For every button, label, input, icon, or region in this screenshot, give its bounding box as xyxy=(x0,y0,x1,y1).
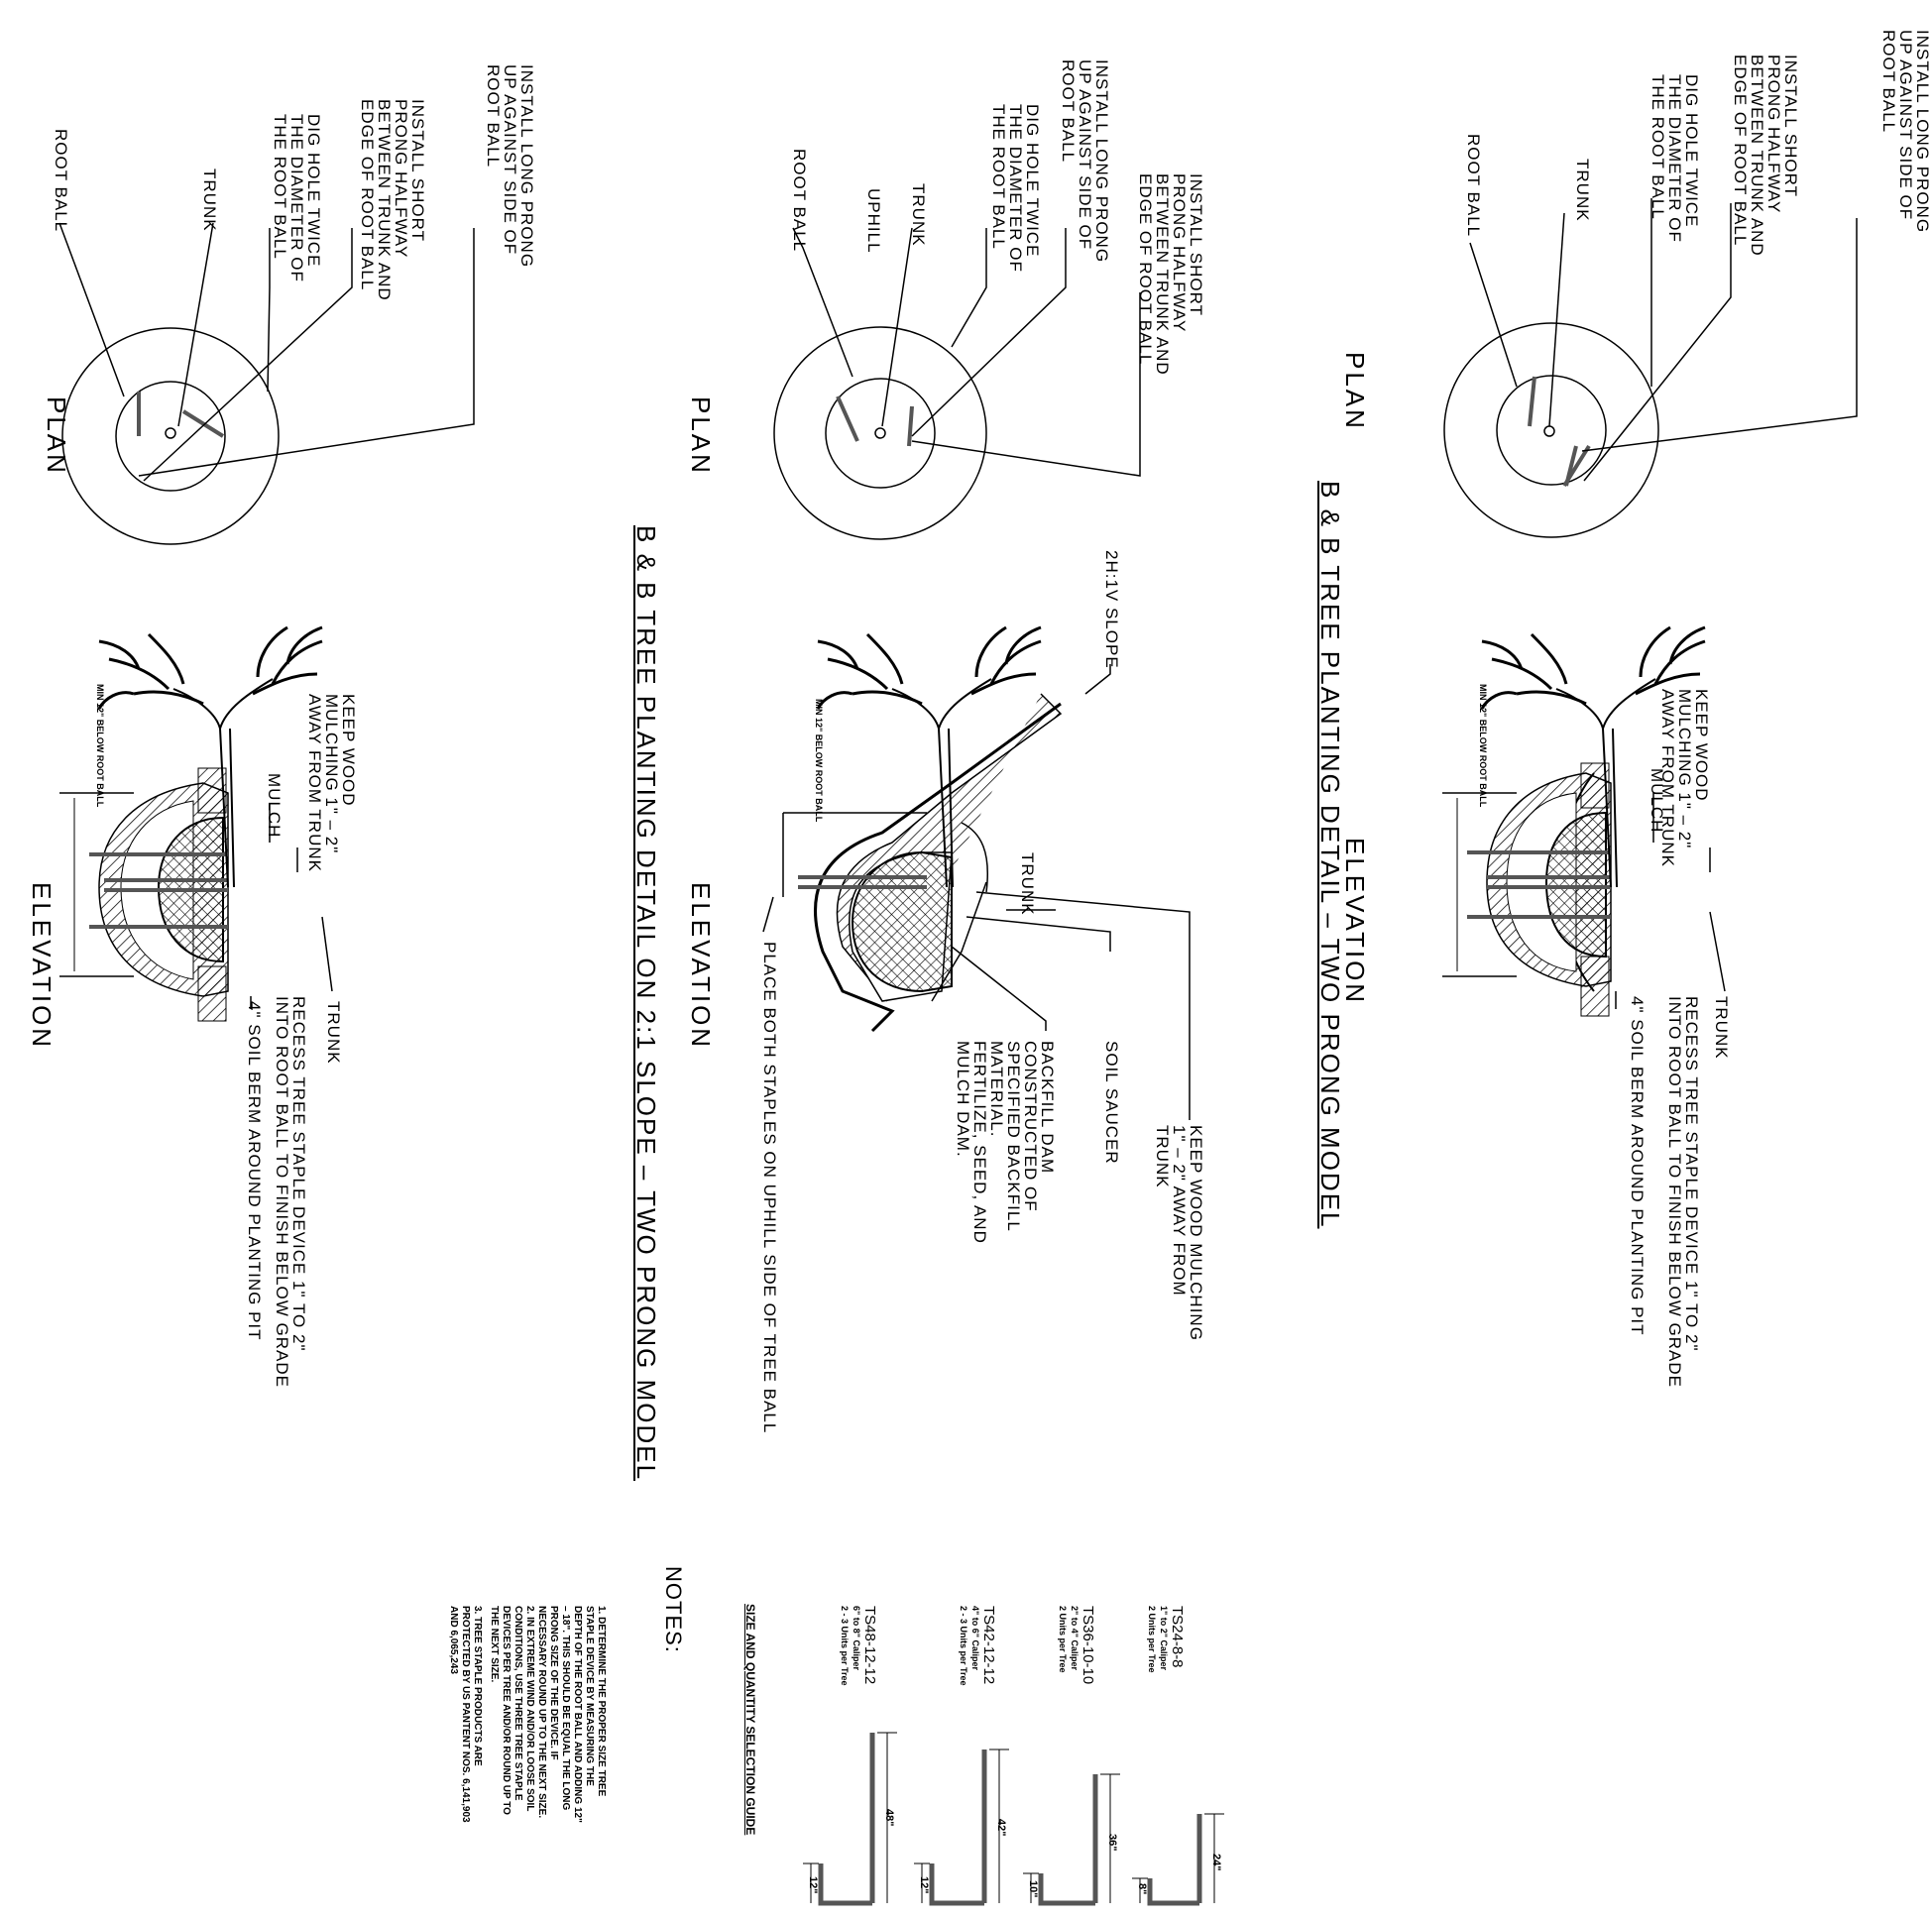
model-short-dim: 12" xyxy=(918,1876,930,1894)
model-long-dim: 42" xyxy=(995,1819,1007,1837)
note-3: 3. TREE STAPLE PRODUCTS ARE PROTECTED BY… xyxy=(448,1606,483,1823)
top-berm-callout: 4" SOIL BERM AROUND PLANTING PIT xyxy=(1628,996,1647,1336)
bottom-dig-hole-callout: DIG HOLE TWICE THE DIAMETER OF THE ROOT … xyxy=(271,114,323,282)
slope-place-staples-callout: PLACE BOTH STAPLES ON UPHILL SIDE OF TRE… xyxy=(760,942,779,1434)
note-1: 1. DETERMINE THE PROPER SIZE TREE STAPLE… xyxy=(536,1606,607,1823)
slope-elevation-label: ELEVATION xyxy=(686,882,716,1051)
slope-keep-wood-callout: KEEP WOOD MULCHING 1" – 2" AWAY FROM TRU… xyxy=(1153,1125,1205,1341)
slope-dig-hole-callout: DIG HOLE TWICE THE DIAMETER OF THE ROOT … xyxy=(989,104,1042,273)
slope-backfill-callout: BACKFILL DAM CONSTRUCTED OF SPECIFIED BA… xyxy=(954,1041,1057,1244)
model-caliper: 6" to 8" Caliper xyxy=(852,1606,861,1671)
slope-soil-saucer-callout: SOIL SAUCER xyxy=(1102,1041,1121,1165)
bottom-min-below-label: MIN 12" BELOW ROOT BALL xyxy=(95,684,105,808)
slope-long-prong-callout: INSTALL LONG PRONG UP AGAINST SIDE OF RO… xyxy=(1059,59,1111,264)
model-caliper: 1" to 2" Caliper xyxy=(1159,1606,1169,1671)
model-units: 2 Units per Tree xyxy=(1058,1606,1068,1673)
top-min-below-label: MIN 12" BELOW ROOT BALL xyxy=(1478,684,1488,808)
bottom-trunk-elev-callout: TRUNK xyxy=(324,1001,343,1065)
top-short-prong-callout: INSTALL SHORT PRONG HALFWAY BETWEEN TRUN… xyxy=(1731,55,1800,257)
staple-shapes xyxy=(818,1733,1202,1906)
model-code: TS24-8-8 xyxy=(1169,1606,1186,1668)
top-dig-hole-callout: DIG HOLE TWICE THE DIAMETER OF THE ROOT … xyxy=(1648,74,1701,243)
top-trunk-elev-callout: TRUNK xyxy=(1712,996,1731,1060)
bottom-berm-callout: 4" SOIL BERM AROUND PLANTING PIT xyxy=(245,1001,264,1341)
bottom-mulch-callout: MULCH xyxy=(265,773,284,839)
bottom-keep-wood-callout: KEEP WOOD MULCHING 1" – 2" AWAY FROM TRU… xyxy=(305,694,358,872)
slope-short-prong-callout: INSTALL SHORT PRONG HALFWAY BETWEEN TRUN… xyxy=(1136,173,1205,376)
bottom-trunk-callout: TRUNK xyxy=(200,169,219,232)
bottom-root-ball-callout: ROOT BALL xyxy=(52,129,70,233)
notes-title: NOTES: xyxy=(661,1566,686,1653)
top-recess-callout: RECESS TREE STAPLE DEVICE 1" TO 2" INTO … xyxy=(1665,996,1701,1388)
model-caliper: 4" to 6" Caliper xyxy=(970,1606,980,1671)
bottom-recess-callout: RECESS TREE STAPLE DEVICE 1" TO 2" INTO … xyxy=(273,996,308,1388)
bottom-short-prong-callout: INSTALL SHORT PRONG HALFWAY BETWEEN TRUN… xyxy=(358,99,427,301)
model-units: 2 - 3 Units per Tree xyxy=(959,1606,968,1686)
top-trunk-callout: TRUNK xyxy=(1573,159,1592,222)
top-long-prong-callout: INSTALL LONG PRONG UP AGAINST SIDE OF RO… xyxy=(1879,30,1932,234)
slope-trunk-callout: TRUNK xyxy=(909,183,928,247)
slope-plan-label: PLAN xyxy=(686,396,716,476)
selection-guide-title: SIZE AND QUANTITY SELECTION GUIDE xyxy=(743,1604,757,1836)
top-keep-wood-callout: KEEP WOOD MULCHING 1" – 2" AWAY FROM TRU… xyxy=(1658,689,1711,867)
model-short-dim: 12" xyxy=(807,1876,819,1894)
model-short-dim: 10" xyxy=(1027,1880,1039,1898)
slope-root-ball-callout: ROOT BALL xyxy=(790,149,809,253)
model-long-dim: 36" xyxy=(1106,1834,1118,1852)
slope-min-below-label: MIN 12" BELOW ROOT BALL xyxy=(814,699,824,823)
model-short-dim: 8" xyxy=(1136,1883,1148,1895)
model-long-dim: 48" xyxy=(883,1809,895,1827)
model-caliper: 2" to 4" Caliper xyxy=(1070,1606,1080,1671)
top-mulch-callout: MULCH xyxy=(1648,768,1666,834)
model-units: 2 - 3 Units per Tree xyxy=(840,1606,850,1686)
slope-elevation xyxy=(782,625,1063,1033)
bottom-elevation-label: ELEVATION xyxy=(27,882,57,1051)
bottom-long-prong-callout: INSTALL LONG PRONG UP AGAINST SIDE OF RO… xyxy=(484,64,536,269)
top-root-ball-callout: ROOT BALL xyxy=(1464,134,1483,238)
top-title: B & B TREE PLANTING DETAIL – TWO PRONG M… xyxy=(1315,481,1345,1229)
slope-slope-callout: 2H:1V SLOPE xyxy=(1102,550,1121,669)
top-elevation-label: ELEVATION xyxy=(1340,838,1370,1006)
slope-trunk-elev-callout: TRUNK xyxy=(1018,852,1037,916)
slope-uphill-callout: UPHILL xyxy=(864,188,883,254)
bottom-plan-label: PLAN xyxy=(42,396,71,476)
model-code: TS48-12-12 xyxy=(861,1606,878,1685)
model-long-dim: 24" xyxy=(1210,1854,1222,1871)
note-2: 2. IN EXTREME WIND AND/OR LOOSE SOIL CON… xyxy=(489,1606,535,1815)
top-elevation xyxy=(1442,625,1707,1017)
model-code: TS42-12-12 xyxy=(980,1606,997,1685)
model-code: TS36-10-10 xyxy=(1080,1606,1096,1685)
model-units: 2 Units per Tree xyxy=(1147,1606,1157,1673)
bottom-elevation xyxy=(59,625,324,1022)
slope-title: B & B TREE PLANTING DETAIL ON 2:1 SLOPE … xyxy=(631,525,661,1482)
top-plan-label: PLAN xyxy=(1340,352,1370,431)
